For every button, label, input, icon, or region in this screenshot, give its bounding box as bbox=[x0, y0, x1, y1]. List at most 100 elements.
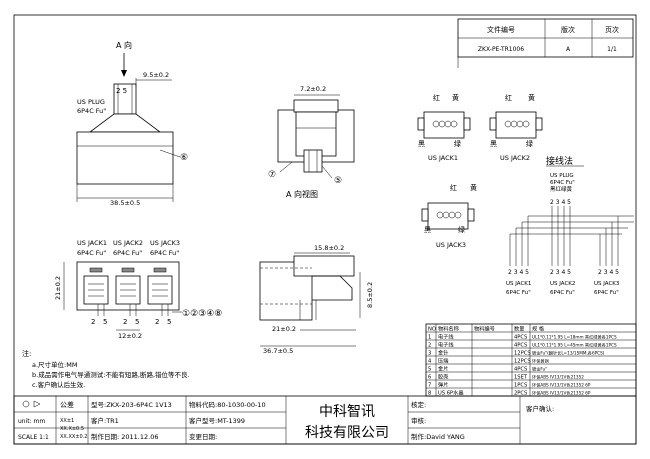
callout-5: ⑤ bbox=[334, 176, 342, 186]
dim-right-total: 36.7±0.5 bbox=[263, 347, 293, 355]
company-line-1: 中科智讯 bbox=[319, 404, 375, 420]
jacks-front-view: US JACK1 US JACK2 US JACK3 6P4C Fu" 6P4C… bbox=[54, 239, 222, 340]
jack1-label: US JACK1 bbox=[428, 154, 458, 162]
jack1-black: 黑 bbox=[418, 140, 425, 148]
model: 型号:ZKX-203-6P4C 1V13 bbox=[91, 400, 172, 409]
dim-right-inner: 21±0.2 bbox=[272, 325, 296, 333]
bom-cell: 电子线 bbox=[438, 340, 454, 348]
dim-pitch: 12±0.2 bbox=[118, 332, 142, 340]
wiring-jack1-sub: 6P4C Fu" bbox=[506, 290, 531, 296]
bom-header-cell: 数量 bbox=[514, 324, 524, 332]
front-jack3-sub: 6P4C Fu" bbox=[150, 249, 179, 257]
wiring-jack3-sub: 6P4C Fu" bbox=[594, 290, 619, 296]
jack3-red: 红 bbox=[450, 183, 457, 192]
company-line-2: 科技有限公司 bbox=[305, 425, 389, 441]
page-label: 页次 bbox=[605, 25, 619, 34]
bom-cell: 电子线 bbox=[438, 332, 454, 340]
note-a: a.尺寸单位:MM bbox=[32, 360, 77, 369]
bom-cell: 镀金Fu" bbox=[532, 365, 547, 372]
a-view: 7.2±0.2 ⑦ ⑤ A 向视图 bbox=[268, 85, 355, 199]
front-jack1-label: US JACK1 bbox=[77, 239, 107, 247]
review-label: 审核: bbox=[411, 416, 426, 425]
jack3-green: 绿 bbox=[458, 225, 465, 234]
plug-label-1: US PLUG bbox=[77, 98, 105, 106]
dim-a-top: 7.2±0.2 bbox=[300, 85, 326, 93]
notes-title: 注: bbox=[22, 349, 31, 358]
version-label: 版次 bbox=[561, 25, 575, 34]
dim-width: 38.5±0.5 bbox=[110, 199, 140, 207]
bom-cell: 5 bbox=[428, 366, 431, 372]
wiring-diagram: 接线法 US PLUG 6P4C Fu" 黑红绿黄 2 3 4 5 2 3 4 … bbox=[506, 155, 634, 296]
bom-cell: US 6P水晶 bbox=[438, 388, 464, 396]
bom-cell: 1 bbox=[428, 334, 431, 340]
unit-label: unit: mm bbox=[18, 418, 45, 425]
customer-confirm: 客户确认: bbox=[526, 404, 554, 413]
jack2-label: US JACK2 bbox=[500, 154, 530, 162]
dim-right-h: 8.5±0.2 bbox=[366, 282, 374, 308]
tol-1: XX±1 bbox=[60, 418, 74, 424]
bom-row: 8 US 6P水晶 2PCS 环保ABS IV13/1V色21352 6P bbox=[428, 388, 591, 396]
bom-cell: 3 bbox=[428, 350, 431, 356]
jack2-yellow: 黄 bbox=[528, 93, 535, 102]
bom-cell: 胶壳 bbox=[438, 372, 448, 380]
bom-cell: 2 bbox=[428, 342, 431, 348]
title-block: 公差 unit: mm SCALE 1:1 XX±1 XX.X±0.5 XX.X… bbox=[13, 395, 637, 445]
bom-cell: 1PCS bbox=[514, 382, 527, 388]
bom-header-cell: 规 格 bbox=[532, 324, 545, 332]
bom-cell: 环保ABS IV13/1V色21352 bbox=[532, 373, 584, 380]
change-date: 变更日期: bbox=[189, 432, 217, 441]
front-pin-1: 2 bbox=[91, 318, 95, 326]
bom-cell: 8 bbox=[428, 390, 431, 396]
bom-cell: 环保ABS IV13/1V色21352 6P bbox=[532, 389, 591, 396]
bom-cell: UL1*0.11*1.95 L=18mm 黑红绿黄各1PCS bbox=[532, 333, 617, 340]
front-jack3-label: US JACK3 bbox=[150, 239, 180, 247]
plug-label-2: 6P4C Fu" bbox=[77, 107, 106, 115]
notes: 注: a.尺寸单位:MM b.成品需作电气导通测试:不能有短路,断路,错位等不良… bbox=[22, 349, 190, 389]
callout-6: ⑥ bbox=[180, 153, 188, 163]
wiring-jack1-name: US JACK1 bbox=[506, 281, 531, 287]
jack1-red: 红 bbox=[433, 93, 440, 102]
bom-cell: 弹片 bbox=[438, 380, 448, 388]
front-pin-5: 2 bbox=[155, 318, 159, 326]
bom-cell: 12PCS bbox=[514, 350, 531, 356]
cust-mat: 客户型号:MT-1399 bbox=[189, 416, 245, 425]
front-jack1-sub: 6P4C Fu" bbox=[77, 249, 106, 257]
dim-top: 9.5±0.2 bbox=[143, 71, 169, 79]
dim-left-h: 21±0.2 bbox=[54, 276, 62, 300]
jack2-red: 红 bbox=[505, 93, 512, 102]
bom-cell: 环保黄铜 bbox=[532, 357, 549, 364]
front-jack2-sub: 6P4C Fu" bbox=[113, 249, 142, 257]
plug-pin-labels: 2 5 bbox=[116, 87, 127, 95]
bom-cell: 压端 bbox=[438, 356, 448, 364]
doc-no: ZKX-PE-TR1006 bbox=[478, 46, 524, 53]
tol-3: XX.XX±0.2 bbox=[60, 434, 87, 440]
wiring-plug-pins: 2 3 4 5 bbox=[550, 199, 571, 206]
a-view-caption: A 向视图 bbox=[286, 189, 318, 199]
front-pin-3: 2 bbox=[123, 318, 127, 326]
bom-cell: 12PCS bbox=[514, 358, 531, 364]
plug-side-view: A 向 2 5 9.5±0.2 US PLUG 6P4C Fu" ⑥ 38.5±… bbox=[76, 40, 188, 207]
jack3-yellow: 黄 bbox=[470, 183, 477, 192]
jack1-yellow: 黄 bbox=[452, 93, 459, 102]
dim-right-top: 15.8±0.2 bbox=[314, 244, 344, 252]
callout-7: ⑦ bbox=[268, 170, 276, 180]
customer: 客户:TR1 bbox=[91, 416, 119, 425]
jack-pinouts: 红 黄 黑 绿 US JACK1 红 黄 黑 绿 US JACK2 红 黄 黑 … bbox=[417, 93, 543, 249]
bom-header-cell: 物料编号 bbox=[474, 324, 495, 332]
bom-cell: 金针 bbox=[438, 348, 448, 356]
bom-cell: 镀金Fu"(翻针长L=13/15MM,各6PCS) bbox=[532, 349, 605, 356]
scale-label: SCALE 1:1 bbox=[18, 434, 49, 441]
jack1-green: 绿 bbox=[454, 139, 461, 148]
wiring-plug-1: US PLUG bbox=[550, 173, 574, 179]
note-b: b.成品需作电气导通测试:不能有短路,断路,错位等不良. bbox=[32, 370, 190, 379]
bom-cell: 2PCS bbox=[514, 390, 527, 396]
bom-cell: 4PCS bbox=[514, 342, 527, 348]
wiring-jack2-sub: 6P4C Fu" bbox=[550, 290, 575, 296]
jack3-black: 黑 bbox=[424, 226, 431, 234]
